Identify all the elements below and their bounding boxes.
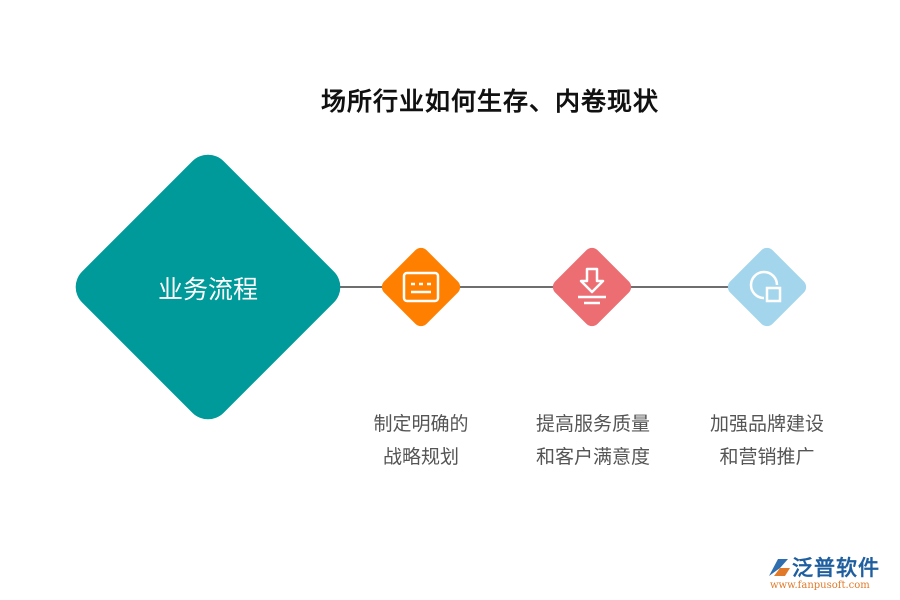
page-title: 场所行业如何生存、内卷现状 bbox=[320, 87, 659, 116]
document-icon bbox=[402, 271, 440, 303]
fanpu-logo-icon bbox=[769, 559, 790, 576]
step-3-line-1: 加强品牌建设 bbox=[709, 413, 824, 435]
step-1-line-2: 战略规划 bbox=[382, 446, 459, 468]
step-3-line-2: 和营销推广 bbox=[719, 446, 815, 468]
main-node-label: 业务流程 bbox=[157, 275, 258, 304]
step-2-line-2: 和客户满意度 bbox=[535, 446, 650, 468]
step-1-line-1: 制定明确的 bbox=[373, 413, 469, 435]
step-1-caption: 制定明确的 战略规划 bbox=[336, 408, 506, 474]
download-icon bbox=[578, 267, 606, 305]
shape-icon bbox=[749, 270, 782, 303]
watermark-url: www.fanpusoft.com bbox=[770, 580, 870, 591]
step-2-caption: 提高服务质量 和客户满意度 bbox=[508, 408, 678, 474]
watermark-logo: 泛普软件 www.fanpusoft.com bbox=[766, 552, 880, 591]
step-3-caption: 加强品牌建设 和营销推广 bbox=[682, 408, 852, 474]
step-2-line-1: 提高服务质量 bbox=[535, 413, 650, 435]
watermark-name: 泛普软件 bbox=[792, 556, 880, 580]
